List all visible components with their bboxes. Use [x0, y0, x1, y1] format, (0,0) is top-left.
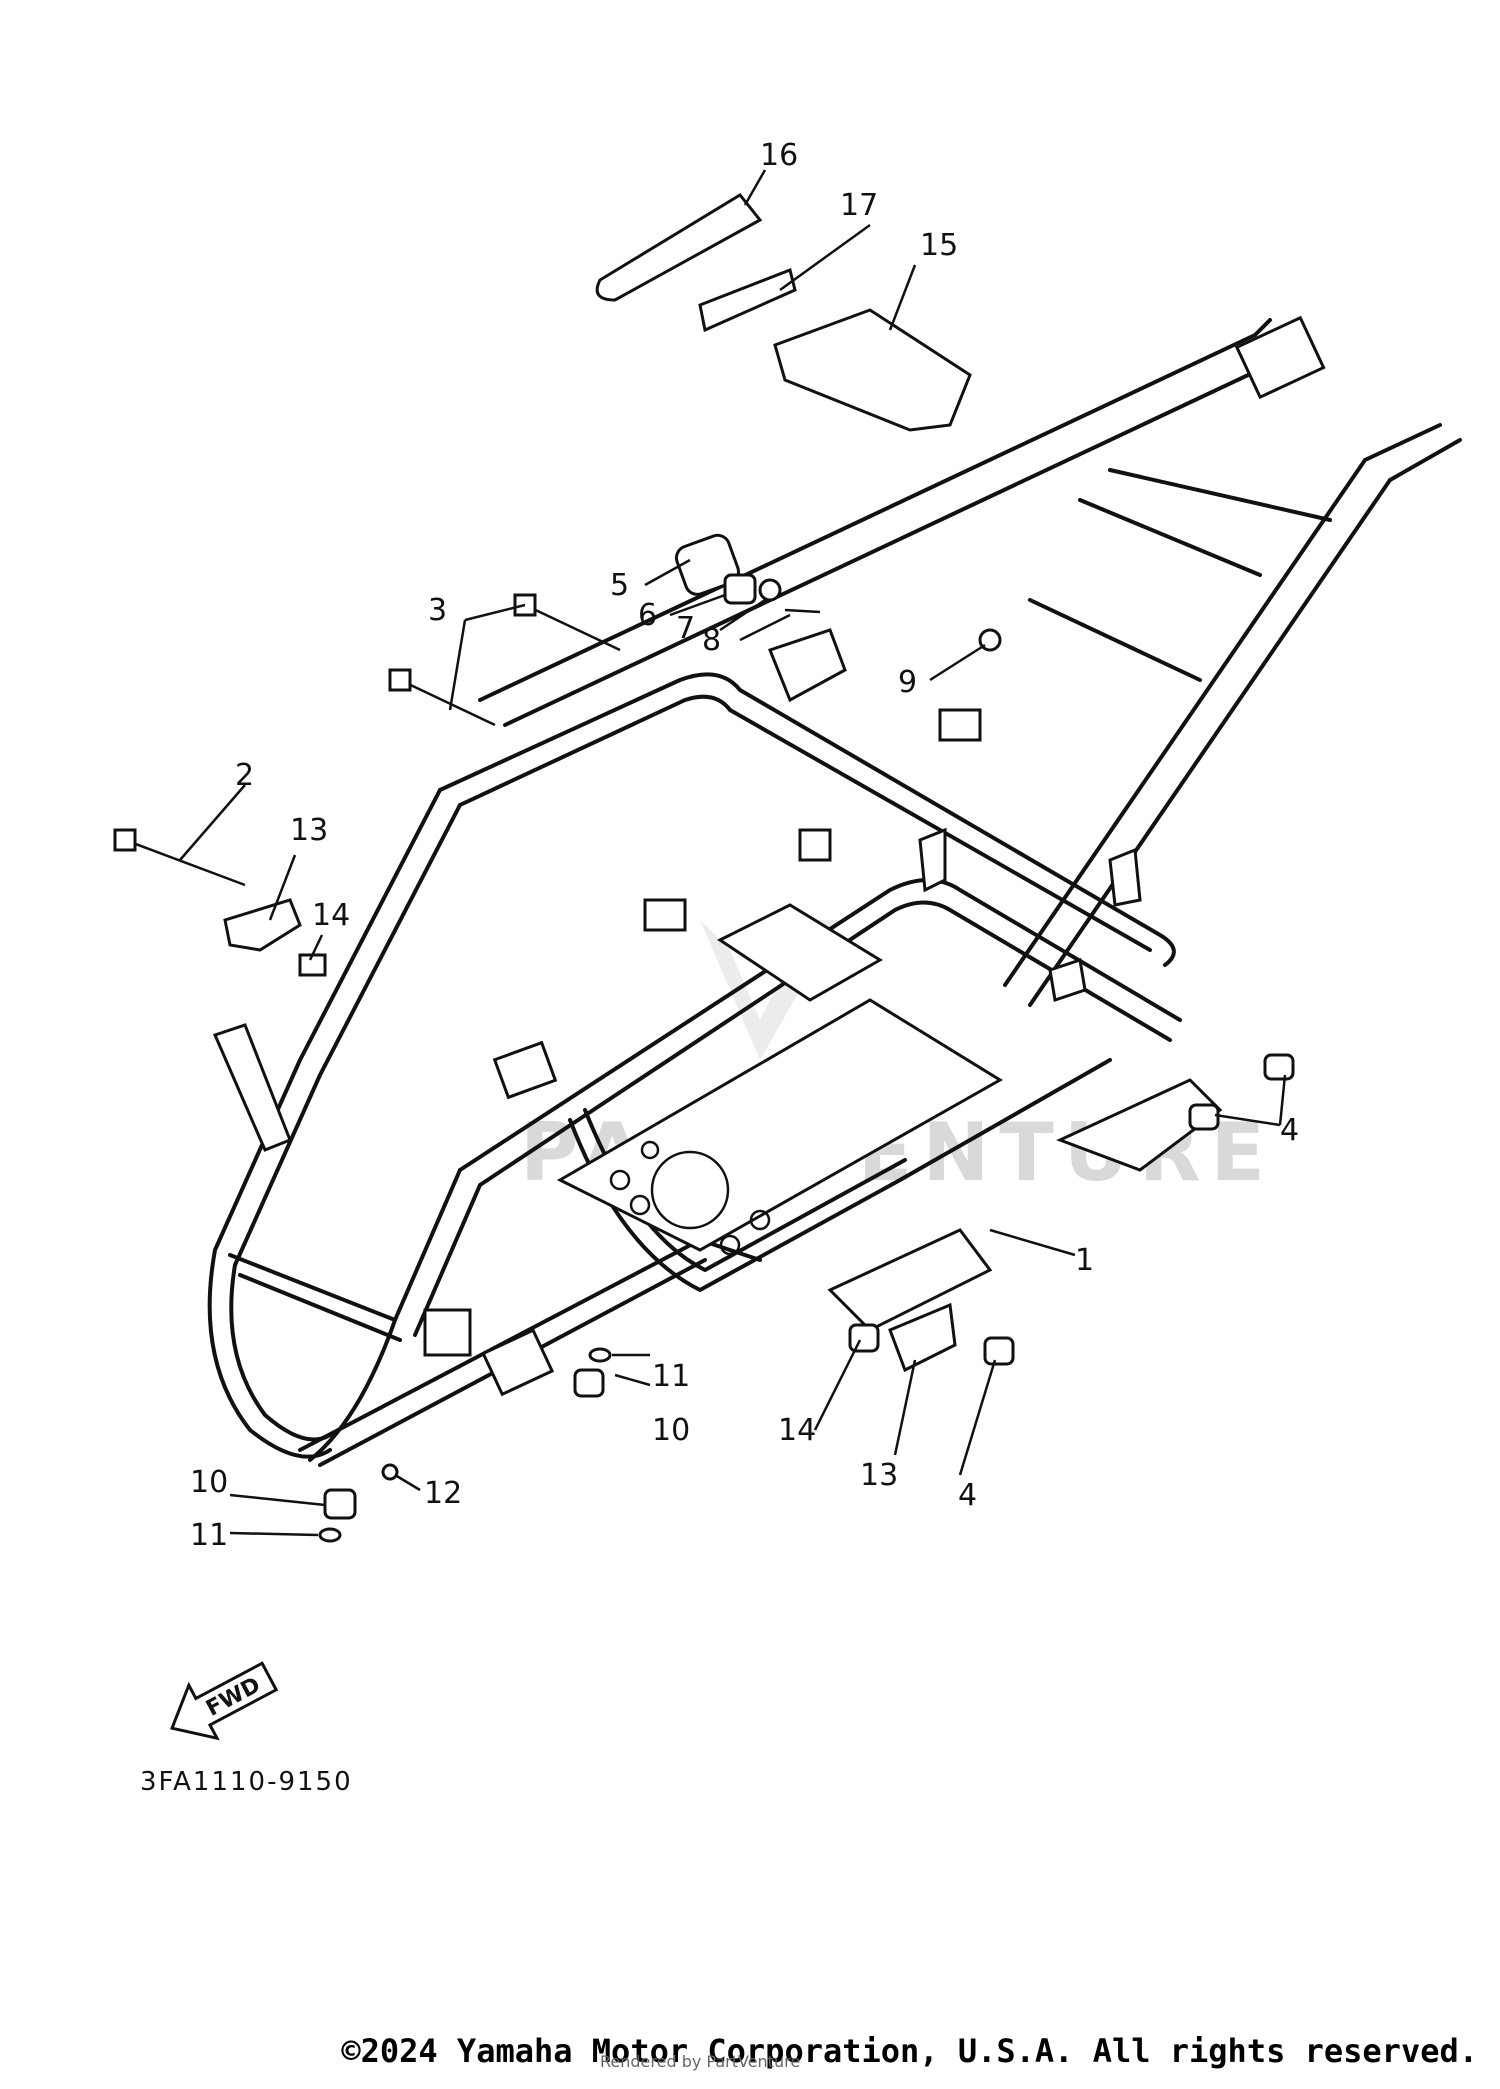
- part-14-upper-shape: [298, 953, 327, 977]
- callout-14-lower: 14: [778, 1413, 816, 1448]
- part-7-shape: [758, 578, 782, 602]
- callout-3: 3: [428, 593, 447, 628]
- callout-1: 1: [1075, 1243, 1094, 1278]
- callout-12: 12: [424, 1476, 462, 1511]
- part-8-shape: [784, 608, 821, 614]
- callouts: 1 2 3 4 4 5 6 7 8 9 10 10 11 11 12 13 13…: [190, 138, 1299, 1553]
- part-12-shape: [381, 1463, 399, 1481]
- callout-4-lower: 4: [958, 1478, 977, 1513]
- part-13-upper-shape: [223, 898, 302, 952]
- callout-9: 9: [898, 665, 917, 700]
- callout-5: 5: [610, 568, 629, 603]
- callout-17: 17: [840, 188, 878, 223]
- callout-2: 2: [235, 758, 254, 793]
- copyright-notice: ©2024 Yamaha Motor Corporation, U.S.A. A…: [341, 2032, 1478, 2070]
- part-3-bolt-upper: [524, 603, 621, 652]
- part-11-right-shape: [588, 1347, 612, 1363]
- part-14-lower-shape: [848, 1323, 880, 1353]
- part-15-shape: [773, 308, 972, 432]
- part-2-bolt: [124, 838, 246, 887]
- part-13-lower-shape: [888, 1302, 957, 1373]
- part-6-shape: [723, 573, 757, 605]
- part-11-left-shape: [318, 1527, 342, 1543]
- part-16-shape: [595, 193, 763, 302]
- forward-arrow-icon: FWD: [169, 1661, 279, 1741]
- leader-lines: [179, 169, 1287, 1537]
- part-4-right-lower: [1188, 1103, 1220, 1131]
- callout-11-left: 11: [190, 1518, 228, 1553]
- rendered-by-note: Rendered by PartVenture: [600, 2052, 801, 2071]
- callout-16: 16: [760, 138, 798, 173]
- callout-8: 8: [702, 623, 721, 658]
- callout-11-right: 11: [652, 1359, 690, 1394]
- part-10-left-shape: [323, 1488, 357, 1520]
- diagram-part-code: 3FA1110-9150: [140, 1767, 353, 1797]
- callout-15: 15: [920, 228, 958, 263]
- callout-6: 6: [638, 598, 657, 633]
- callout-13-upper: 13: [290, 813, 328, 848]
- callout-4-right: 4: [1280, 1113, 1299, 1148]
- part-3-bolt-lower: [399, 678, 496, 727]
- callout-10-left: 10: [190, 1465, 228, 1500]
- part-17-shape: [698, 267, 797, 333]
- callout-14-upper: 14: [312, 898, 350, 933]
- callout-13-lower: 13: [860, 1458, 898, 1493]
- part-4-right-upper: [1263, 1053, 1295, 1081]
- part-4-lower-shape: [983, 1336, 1015, 1366]
- main-frame-drawing: [207, 315, 1462, 1467]
- callout-10-right: 10: [652, 1413, 690, 1448]
- loose-parts: [113, 193, 1295, 1543]
- part-10-right-shape: [573, 1368, 605, 1398]
- callout-7: 7: [676, 611, 695, 646]
- part-5-shape: [674, 533, 740, 596]
